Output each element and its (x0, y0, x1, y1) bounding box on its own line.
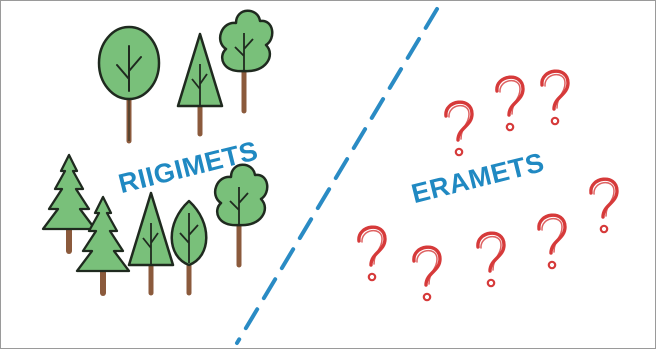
question-mark-icon (359, 227, 385, 280)
conifer-tree-icon (129, 193, 173, 293)
spruce-tree-icon (43, 155, 95, 251)
question-mark-icon (497, 77, 523, 130)
question-mark-icon (591, 179, 617, 232)
leaf-tree-icon (172, 201, 207, 293)
conifer-tree-icon (178, 34, 222, 134)
question-mark-icon (539, 215, 565, 268)
question-mark-icon (414, 247, 440, 300)
spruce-tree-icon (77, 197, 129, 293)
question-mark-icon (542, 71, 568, 124)
round-tree-icon (99, 27, 159, 141)
bushy-tree-icon (215, 165, 267, 265)
bushy-tree-icon (220, 11, 272, 111)
question-mark-icon (446, 102, 472, 155)
question-mark-icon (478, 233, 504, 286)
